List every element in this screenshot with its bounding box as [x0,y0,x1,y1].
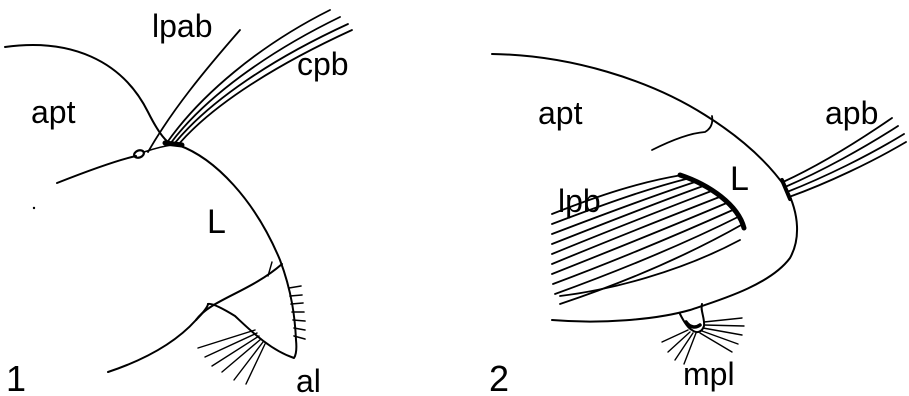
figure-2: apt apb lpb L mpl 2 [489,54,906,396]
fig1-label-L: L [207,203,226,241]
fig1-label-apt: apt [31,94,76,130]
fig2-mpl-dark-blob [686,322,700,327]
fig2-label-mpl: mpl [683,356,735,392]
fig1-label-al: al [296,363,321,396]
fig2-label-apb: apb [825,95,878,131]
fig1-label-cpb: cpb [297,46,349,82]
fig2-label-lpb: lpb [558,183,601,219]
fig1-dot [33,207,35,209]
fig2-lower-edge [560,240,740,296]
fig1-al-bristles [198,330,265,384]
fig2-apb-base [782,180,790,199]
fig1-apterium-lower-line [57,156,136,183]
fig1-al-edge-ticks [289,286,305,339]
fig1-number: 1 [6,358,26,396]
fig2-number: 2 [489,358,509,396]
fig1-lower-body-curve [108,304,208,372]
fig2-apterium-inner-line [652,116,712,150]
fig2-label-apt: apt [538,95,583,131]
fig2-label-L: L [730,160,749,198]
fig1-label-lpab: lpab [152,8,213,44]
figure-1: lpab cpb apt L al 1 [5,8,352,396]
fig1-lobe-outline [178,145,296,358]
fig1-small-knob [133,149,145,159]
